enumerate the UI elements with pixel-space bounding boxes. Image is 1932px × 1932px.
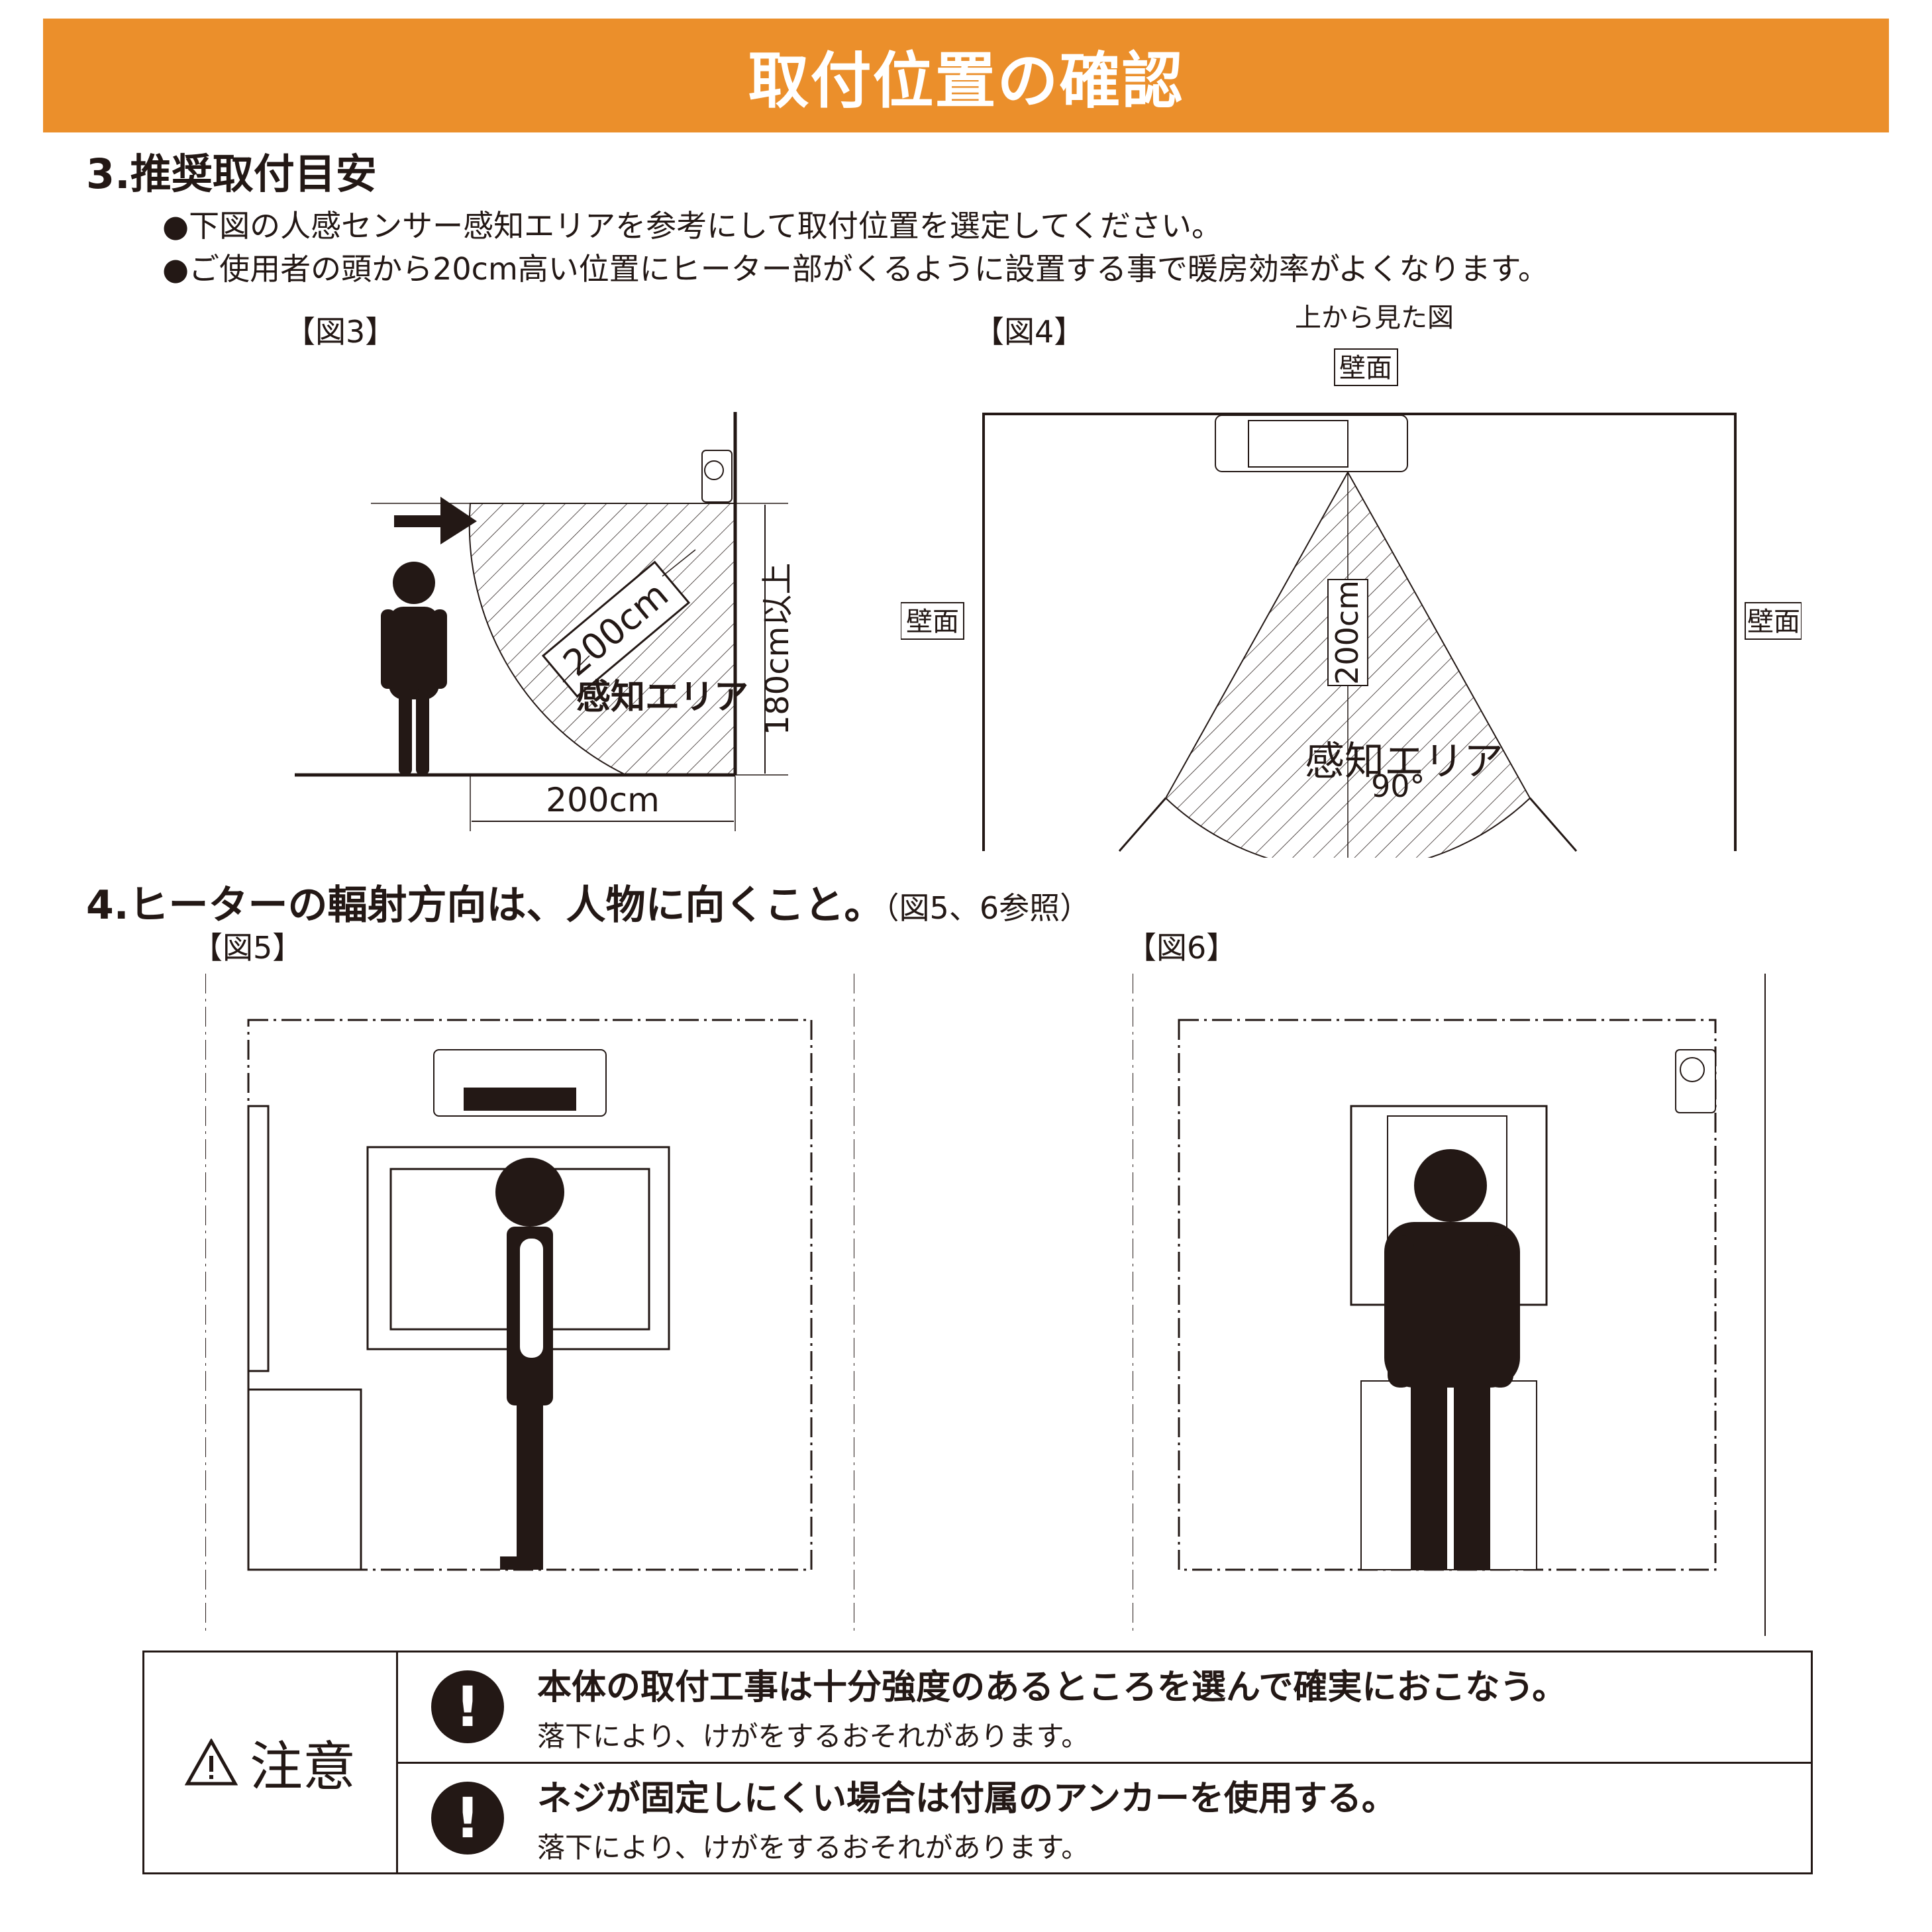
heater-side-icon <box>701 450 733 503</box>
svg-text:感知エリア: 感知エリア <box>1305 738 1503 785</box>
caution-main-text: 本体の取付工事は十分強度のあるところを選んで確実におこなう。 <box>537 1668 1567 1708</box>
exclamation-icon: ! <box>431 1781 504 1855</box>
fig3-label: 【図3】 <box>285 314 396 350</box>
caution-sub-text: 落下により、けがをするおそれがあります。 <box>537 1720 1090 1753</box>
svg-text:180cm以上: 180cm以上 <box>759 563 796 736</box>
section-4-heading-text: 4.ヒーターの輻射方向は、人物に向くこと。 <box>86 882 884 929</box>
fig6-back-view-diagram <box>1133 974 1766 1636</box>
caution-box: 注意 ! 本体の取付工事は十分強度のあるところを選んで確実におこなう。 落下によ… <box>142 1651 1813 1874</box>
fig4-label: 【図4】 <box>974 314 1085 350</box>
fig3-side-view-diagram: 200cm 感知エリア 180cm以上 200cm <box>295 412 796 831</box>
bullet-2: ●ご使用者の頭から20cm高い位置にヒーター部がくるように設置する事で暖房効率が… <box>162 251 1549 287</box>
caution-main-text: ネジが固定しにくい場合は付属のアンカーを使用する。 <box>537 1778 1396 1819</box>
caution-sub-text: 落下により、けがをするおそれがあります。 <box>537 1831 1090 1864</box>
fig6-label: 【図6】 <box>1126 930 1237 966</box>
section-3-heading: 3.推奨取付目安 <box>86 150 377 198</box>
caution-item: ! 本体の取付工事は十分強度のあるところを選んで確実におこなう。 落下により、け… <box>398 1652 1811 1762</box>
caution-item: ! ネジが固定しにくい場合は付属のアンカーを使用する。 落下により、けがをするお… <box>398 1761 1811 1873</box>
svg-text:200cm: 200cm <box>546 781 660 819</box>
heater-front-icon <box>433 1049 607 1117</box>
svg-text:壁面: 壁面 <box>1339 353 1392 383</box>
heater-side-icon <box>1675 1049 1716 1113</box>
caution-title: 注意 <box>250 1736 356 1798</box>
heater-top-icon <box>1215 415 1408 472</box>
svg-text:上から見た図: 上から見た図 <box>1295 303 1454 333</box>
fig5-label: 【図5】 <box>192 930 303 966</box>
fig4-top-view-diagram: 上から見た図 壁面 200cm 感知エリア 壁面 壁面 <box>901 303 1802 858</box>
warning-triangle-icon <box>185 1739 238 1786</box>
caution-header: 注意 <box>144 1652 398 1872</box>
page-title: 取付位置の確認 <box>748 45 1184 117</box>
fig5-front-view-diagram <box>205 974 854 1636</box>
fig4-angle-label: 90° <box>1371 768 1425 804</box>
title-banner: 取付位置の確認 <box>43 19 1889 132</box>
svg-text:200cm: 200cm <box>1329 580 1365 685</box>
exclamation-icon: ! <box>431 1670 504 1744</box>
section-4-reference: （図5、6参照） <box>884 890 1091 926</box>
svg-text:壁面: 壁面 <box>1747 607 1800 637</box>
person-back-figure <box>1384 1149 1520 1570</box>
bullet-1: ●下図の人感センサー感知エリアを参考にして取付位置を選定してください。 <box>162 208 1222 244</box>
section-4-heading: 4.ヒーターの輻射方向は、人物に向くこと。（図5、6参照） <box>86 873 1090 931</box>
svg-text:感知エリア: 感知エリア <box>576 678 748 717</box>
svg-text:壁面: 壁面 <box>906 607 959 637</box>
person-figure <box>381 562 447 775</box>
